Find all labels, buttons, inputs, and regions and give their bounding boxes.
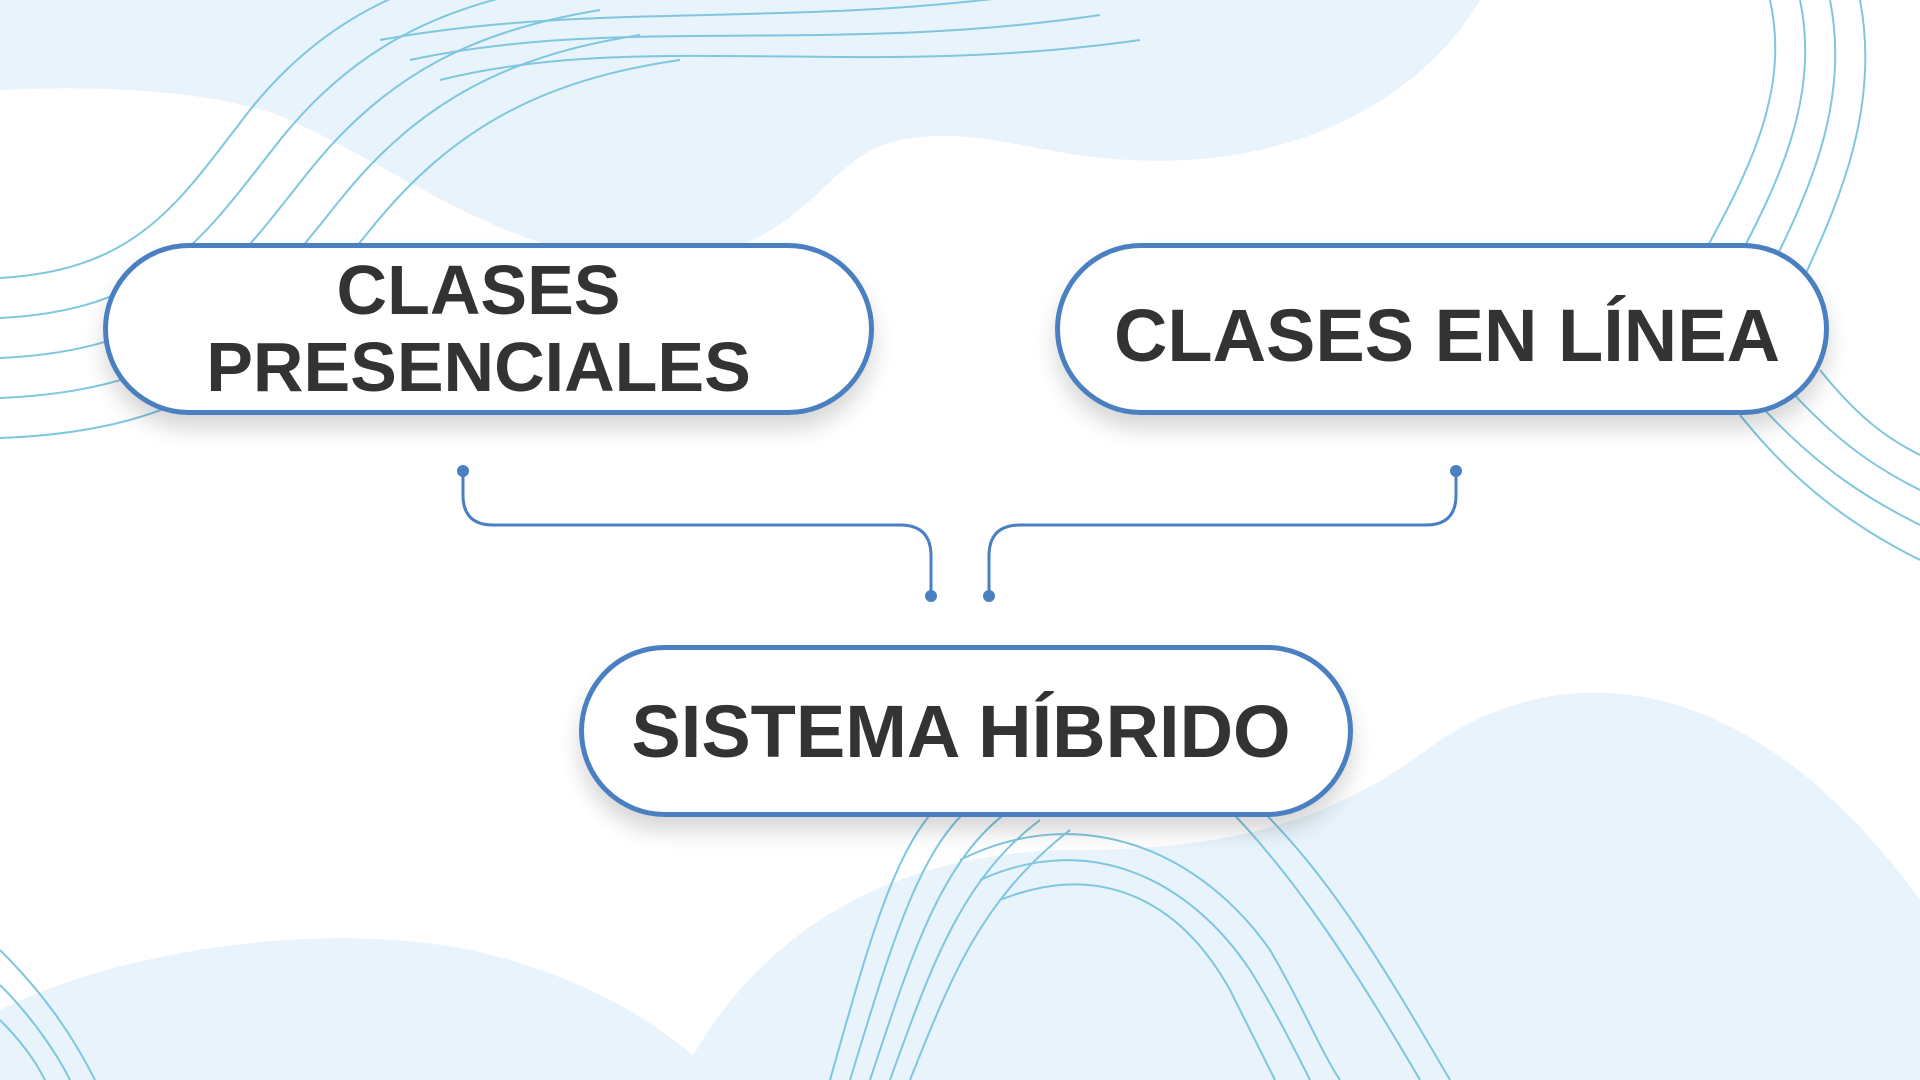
waves-bottom-left [0,949,96,1080]
node-label-right: CLASES EN LÍNEA [1113,294,1781,378]
blob-bottom-left [0,938,720,1080]
node-label-left: CLASES PRESENCIALES [206,251,751,406]
node-clases-en-linea: CLASES EN LÍNEA [1055,243,1829,415]
blob-top [0,0,1480,261]
blob-bottom-right [680,692,1920,1080]
waves-right [1739,369,1920,561]
node-label-bottom: SISTEMA HÍBRIDO [631,690,1291,774]
waves-top-right [1699,0,1867,276]
node-clases-presenciales: CLASES PRESENCIALES [103,243,874,415]
node-sistema-hibrido: SISTEMA HÍBRIDO [579,645,1353,817]
